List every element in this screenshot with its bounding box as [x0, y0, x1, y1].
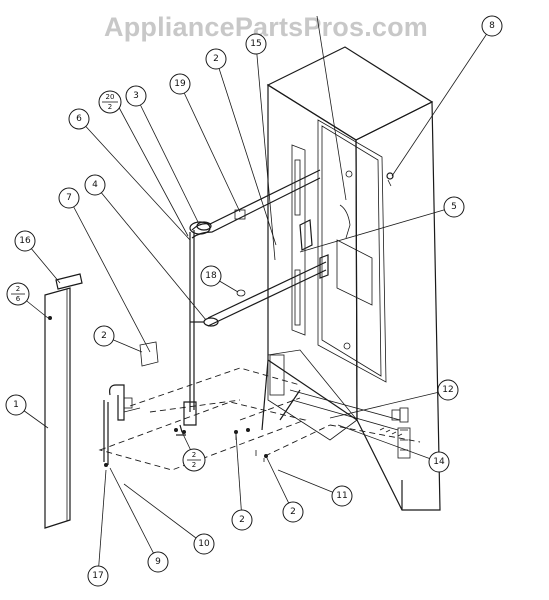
callout-label: 5 — [451, 202, 457, 212]
callout-2-over-6: 2 6 — [6, 282, 30, 306]
side-panel — [44, 273, 83, 529]
assembly-outline — [98, 367, 421, 471]
callout-label: 6 — [76, 114, 82, 124]
callout-label: 15 — [250, 39, 261, 49]
fraction-top: 2 — [192, 451, 196, 459]
callout-4: 4 — [84, 174, 106, 196]
callout-2-top: 2 — [205, 48, 227, 70]
callout-label: 19 — [174, 79, 186, 89]
callout-label: 16 — [19, 236, 31, 246]
callout-label: 11 — [336, 491, 347, 501]
callout-6: 6 — [68, 108, 90, 130]
callout-label: 3 — [133, 91, 139, 101]
callout-17: 17 — [87, 565, 109, 587]
watermark: AppliancePartsPros.com — [104, 12, 429, 42]
callout-label: 7 — [66, 193, 72, 203]
callout-20-over-2: 20 2 — [98, 90, 122, 114]
callout-label: 2 — [213, 54, 219, 64]
callout-2-low-right: 2 — [282, 501, 304, 523]
callout-label: 2 — [101, 331, 107, 341]
callout-2-over-2: 2 2 — [182, 448, 206, 472]
callout-label: 17 — [92, 571, 103, 581]
callout-label: 2 — [239, 515, 245, 525]
fraction-bottom: 6 — [16, 295, 21, 303]
callout-15: 15 — [245, 33, 267, 55]
callout-10: 10 — [193, 533, 215, 555]
callout-7: 7 — [58, 187, 80, 209]
callout-11: 11 — [331, 485, 353, 507]
tubing-assembly — [139, 169, 351, 436]
callout-label: 12 — [442, 385, 453, 395]
fraction-bottom: 2 — [108, 103, 112, 111]
callout-label: 2 — [290, 507, 296, 517]
callout-5: 5 — [443, 196, 465, 218]
fraction-bottom: 2 — [192, 461, 196, 469]
callout-3: 3 — [125, 85, 147, 107]
cabinet — [261, 46, 441, 511]
callout-label: 1 — [13, 400, 19, 410]
callout-19: 19 — [169, 73, 191, 95]
hinge-parts — [103, 384, 141, 467]
callout-14: 14 — [428, 451, 450, 473]
callout-label: 14 — [433, 457, 445, 467]
callout-label: 4 — [92, 180, 98, 190]
callout-9: 9 — [147, 551, 169, 573]
callout-2-low-left: 2 — [231, 509, 253, 531]
callout-12: 12 — [437, 379, 459, 401]
callout-1: 1 — [5, 394, 27, 416]
callout-label: 8 — [489, 21, 495, 31]
callout-18: 18 — [200, 265, 222, 287]
callout-label: 9 — [155, 557, 161, 567]
callout-2-mid: 2 — [93, 325, 115, 347]
fraction-top: 20 — [106, 93, 115, 101]
callout-16: 16 — [14, 230, 36, 252]
callout-label: 10 — [198, 539, 210, 549]
callout-8: 8 — [481, 15, 503, 37]
callout-label: 18 — [205, 271, 217, 281]
fraction-top: 2 — [16, 285, 20, 293]
